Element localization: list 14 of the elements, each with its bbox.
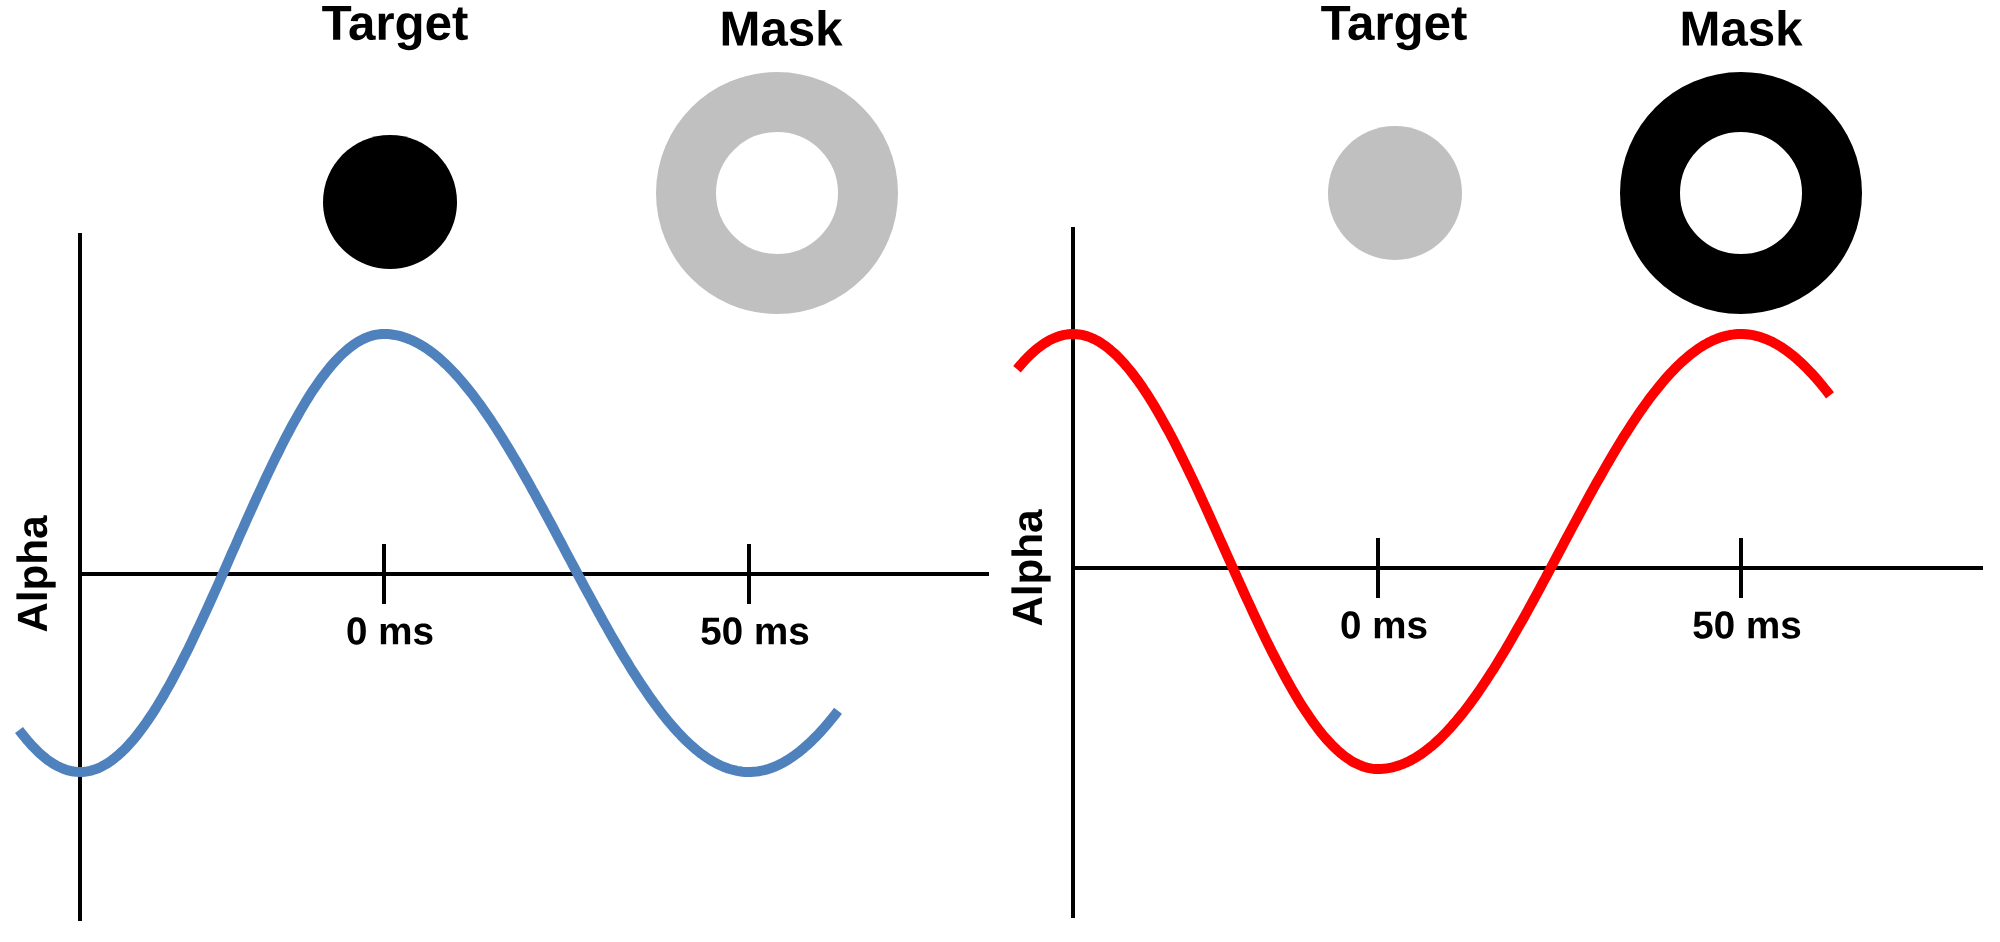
mask-ring <box>1620 72 1862 314</box>
axis-label: Alpha <box>16 515 56 632</box>
heading: Mask <box>1682 9 1803 47</box>
heading: Mask <box>722 9 843 47</box>
tick-label: 50 ms <box>1693 611 1801 639</box>
tick-label: 0 ms <box>1341 611 1427 639</box>
target-disc <box>1328 126 1462 260</box>
heading: Target <box>322 5 468 51</box>
tick-label: 50 ms <box>701 617 809 645</box>
mask-ring <box>656 72 898 314</box>
tick-label: 0 ms <box>347 617 433 645</box>
axis-label: Alpha <box>1011 509 1051 626</box>
target-disc <box>323 135 457 269</box>
heading: Target <box>1321 5 1467 51</box>
